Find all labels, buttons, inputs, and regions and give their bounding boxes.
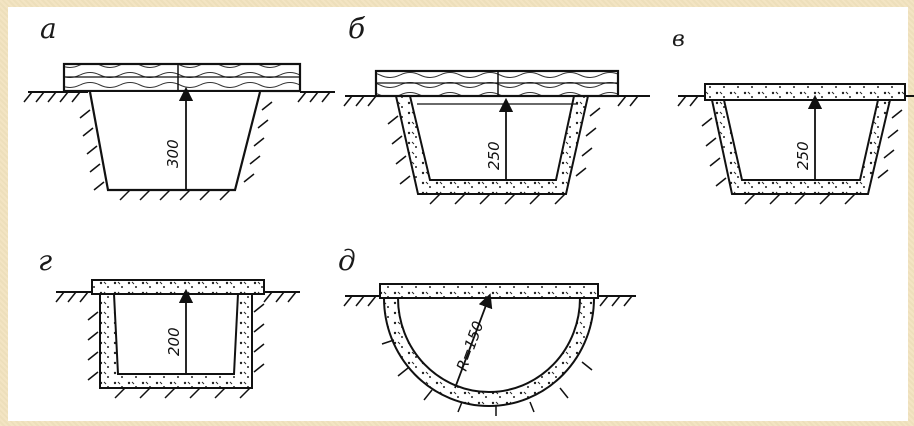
figure-a: а 300: [23, 12, 335, 201]
figure-v-label: в: [672, 27, 685, 52]
figure-d-dimension: R=150: [453, 319, 488, 374]
figure-b-label: б: [348, 12, 366, 45]
figure-b-dimension: 250: [485, 141, 503, 170]
figure-g-dimension: 200: [165, 327, 183, 356]
figure-a-dimension: 300: [164, 139, 182, 168]
figure-d-label: д: [338, 244, 356, 277]
figure-v: в 250: [672, 27, 914, 205]
figure-a-label: а: [40, 12, 57, 45]
figure-v-dimension: 250: [794, 141, 812, 170]
figure-g: г 200: [38, 244, 300, 399]
figure-d: д R=150: [338, 244, 636, 416]
figure-b: б 250: [343, 12, 650, 205]
figure-g-label: г: [38, 244, 52, 277]
